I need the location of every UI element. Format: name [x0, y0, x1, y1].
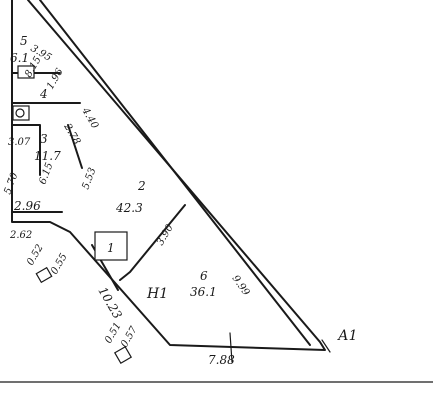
dim-2-62: 2.62: [9, 230, 32, 241]
room-1-box: [94, 231, 128, 261]
room-5-number: 5: [20, 34, 28, 48]
dim-2-96: 2.96: [13, 199, 41, 213]
room-3-dim-3: 2.78: [61, 121, 82, 147]
label-h1: Н1: [146, 286, 168, 302]
room-6-number: 6: [200, 269, 208, 283]
room-2-dim-1: 5.70: [2, 171, 20, 196]
room-6-area: 36.1: [190, 285, 217, 299]
wall-room3-room2: [11, 124, 41, 176]
room-3-dim-1: 3.07: [8, 137, 31, 148]
room-4-fixture: [12, 105, 30, 121]
outer-wall: [11, 0, 326, 351]
room-5-area: 6.1: [10, 51, 29, 65]
dim-0-52: 0.52: [25, 243, 46, 268]
room-3-dim-2: 4.40: [79, 105, 100, 131]
wall-room3-right: [67, 124, 83, 169]
room-3-number: 3: [40, 132, 48, 146]
door-tick-bottom: [229, 332, 233, 363]
label-a1: А1: [337, 328, 358, 344]
marker-square-1: [35, 266, 53, 284]
room-4-fixture-circle: [15, 108, 25, 118]
room-5-dim-2: 1.96: [45, 66, 66, 91]
room-2-dim-4: 3.90: [155, 222, 176, 247]
room-2-number: 2: [137, 179, 146, 193]
room-6-dim-1: 9.99: [230, 273, 252, 298]
room-6-dim-2: 7.88: [208, 353, 235, 367]
room-1-number: 1: [107, 241, 115, 255]
room-5-fixture: [17, 65, 35, 79]
room-3-area: 11.7: [34, 149, 61, 163]
room-4-number: 4: [39, 87, 48, 101]
dim-0-55: 0.55: [49, 252, 70, 277]
room-2-area: 42.3: [115, 201, 143, 215]
door-tick-a1: [321, 339, 331, 353]
room-2-dim-3: 5.53: [80, 166, 98, 191]
diagonal-inner-wall: [39, 0, 311, 346]
marker-square-2: [113, 345, 133, 365]
wall-room2-room6: [119, 204, 186, 281]
